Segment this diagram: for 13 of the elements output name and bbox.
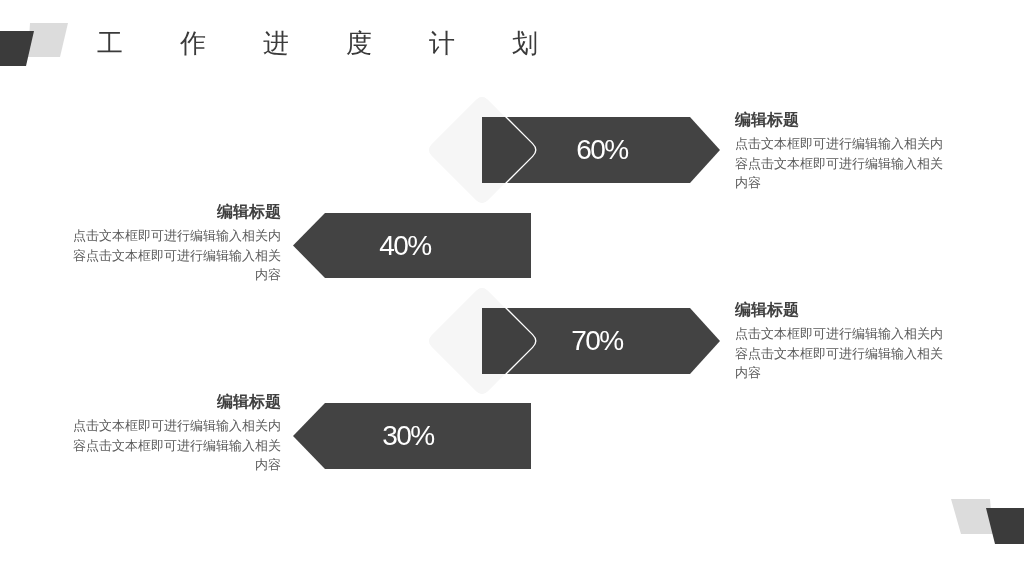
item-description: 点击文本框即可进行编辑输入相关内容点击文本框即可进行编辑输入相关内容 <box>735 325 944 382</box>
item-description: 点击文本框即可进行编辑输入相关内容点击文本框即可进行编辑输入相关内容 <box>72 417 281 474</box>
item-heading: 编辑标题 <box>735 110 799 130</box>
percentage-label: 60% <box>576 135 628 165</box>
percentage-label: 40% <box>379 230 431 261</box>
item-heading: 编辑标题 <box>735 300 799 320</box>
percentage-label: 70% <box>571 326 623 356</box>
item-heading: 编辑标题 <box>217 392 281 412</box>
percentage-label: 30% <box>382 421 434 451</box>
item-heading: 编辑标题 <box>217 202 281 222</box>
slide-title: 工作进度计划 <box>97 27 538 59</box>
item-description: 点击文本框即可进行编辑输入相关内容点击文本框即可进行编辑输入相关内容 <box>735 135 944 192</box>
item-description: 点击文本框即可进行编辑输入相关内容点击文本框即可进行编辑输入相关内容 <box>72 227 281 284</box>
